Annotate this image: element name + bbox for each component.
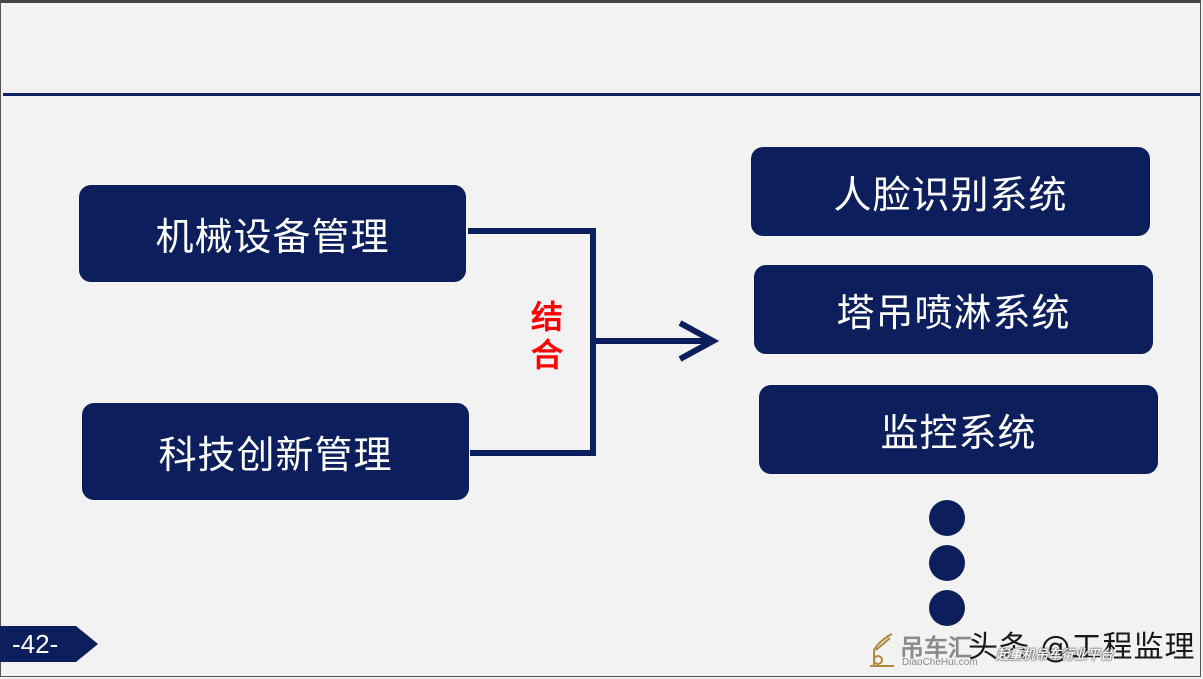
ellipsis-dot xyxy=(929,500,965,536)
target-box-face-recognition: 人脸识别系统 xyxy=(751,147,1150,236)
target-box-label: 监控系统 xyxy=(880,411,1037,455)
header-rule xyxy=(3,93,1200,96)
page-number: -42- xyxy=(12,629,59,659)
ellipsis-dot xyxy=(929,590,965,626)
combine-label: 结 合 xyxy=(527,298,567,374)
crane-logo-icon xyxy=(870,633,894,667)
combine-char: 结 xyxy=(530,298,563,336)
watermark-source: 头条 @工程监理 xyxy=(968,630,1196,665)
page-number-tag: -42- xyxy=(0,626,98,662)
source-box-innovation: 科技创新管理 xyxy=(82,403,469,500)
arrow-head xyxy=(678,320,720,362)
target-box-crane-spray: 塔吊喷淋系统 xyxy=(754,265,1153,354)
source-box-label: 机械设备管理 xyxy=(155,215,390,259)
target-box-label: 人脸识别系统 xyxy=(833,173,1068,217)
ellipsis-dot xyxy=(929,545,965,581)
combine-char: 合 xyxy=(530,336,563,374)
source-box-label: 科技创新管理 xyxy=(158,433,393,477)
watermark-slogan: 起重机吊车行业平台 xyxy=(996,648,1114,663)
source-box-machinery: 机械设备管理 xyxy=(79,185,466,282)
target-box-label: 塔吊喷淋系统 xyxy=(836,291,1071,335)
target-box-monitoring: 监控系统 xyxy=(759,385,1158,474)
watermark-logo-text: 吊车汇 xyxy=(900,634,972,662)
watermark-logo-url: DiaoCheHui.com xyxy=(902,657,978,668)
